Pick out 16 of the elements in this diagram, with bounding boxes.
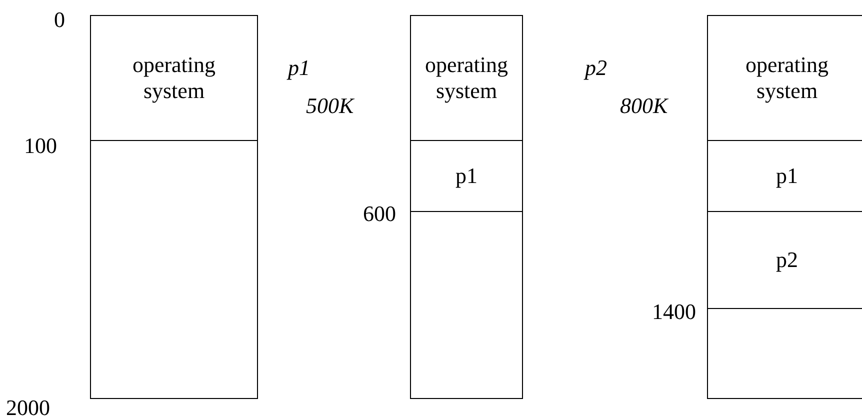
address-label: 100 xyxy=(24,134,57,158)
size-label: 500K xyxy=(306,94,354,118)
address-label: 1400 xyxy=(652,300,696,324)
memory-segment: operating system xyxy=(90,15,258,141)
process-label: p1 xyxy=(288,56,310,80)
address-label: 2000 xyxy=(6,396,50,419)
free-memory-segment xyxy=(90,140,258,399)
process-label: p2 xyxy=(585,56,607,80)
free-memory-segment xyxy=(410,211,523,399)
address-label: 0 xyxy=(54,8,65,32)
free-memory-segment xyxy=(707,308,862,399)
memory-segment: operating system xyxy=(707,15,862,141)
address-label: 600 xyxy=(363,202,396,226)
size-label: 800K xyxy=(620,94,668,118)
memory-segment: operating system xyxy=(410,15,523,141)
memory-segment: p1 xyxy=(410,140,523,212)
